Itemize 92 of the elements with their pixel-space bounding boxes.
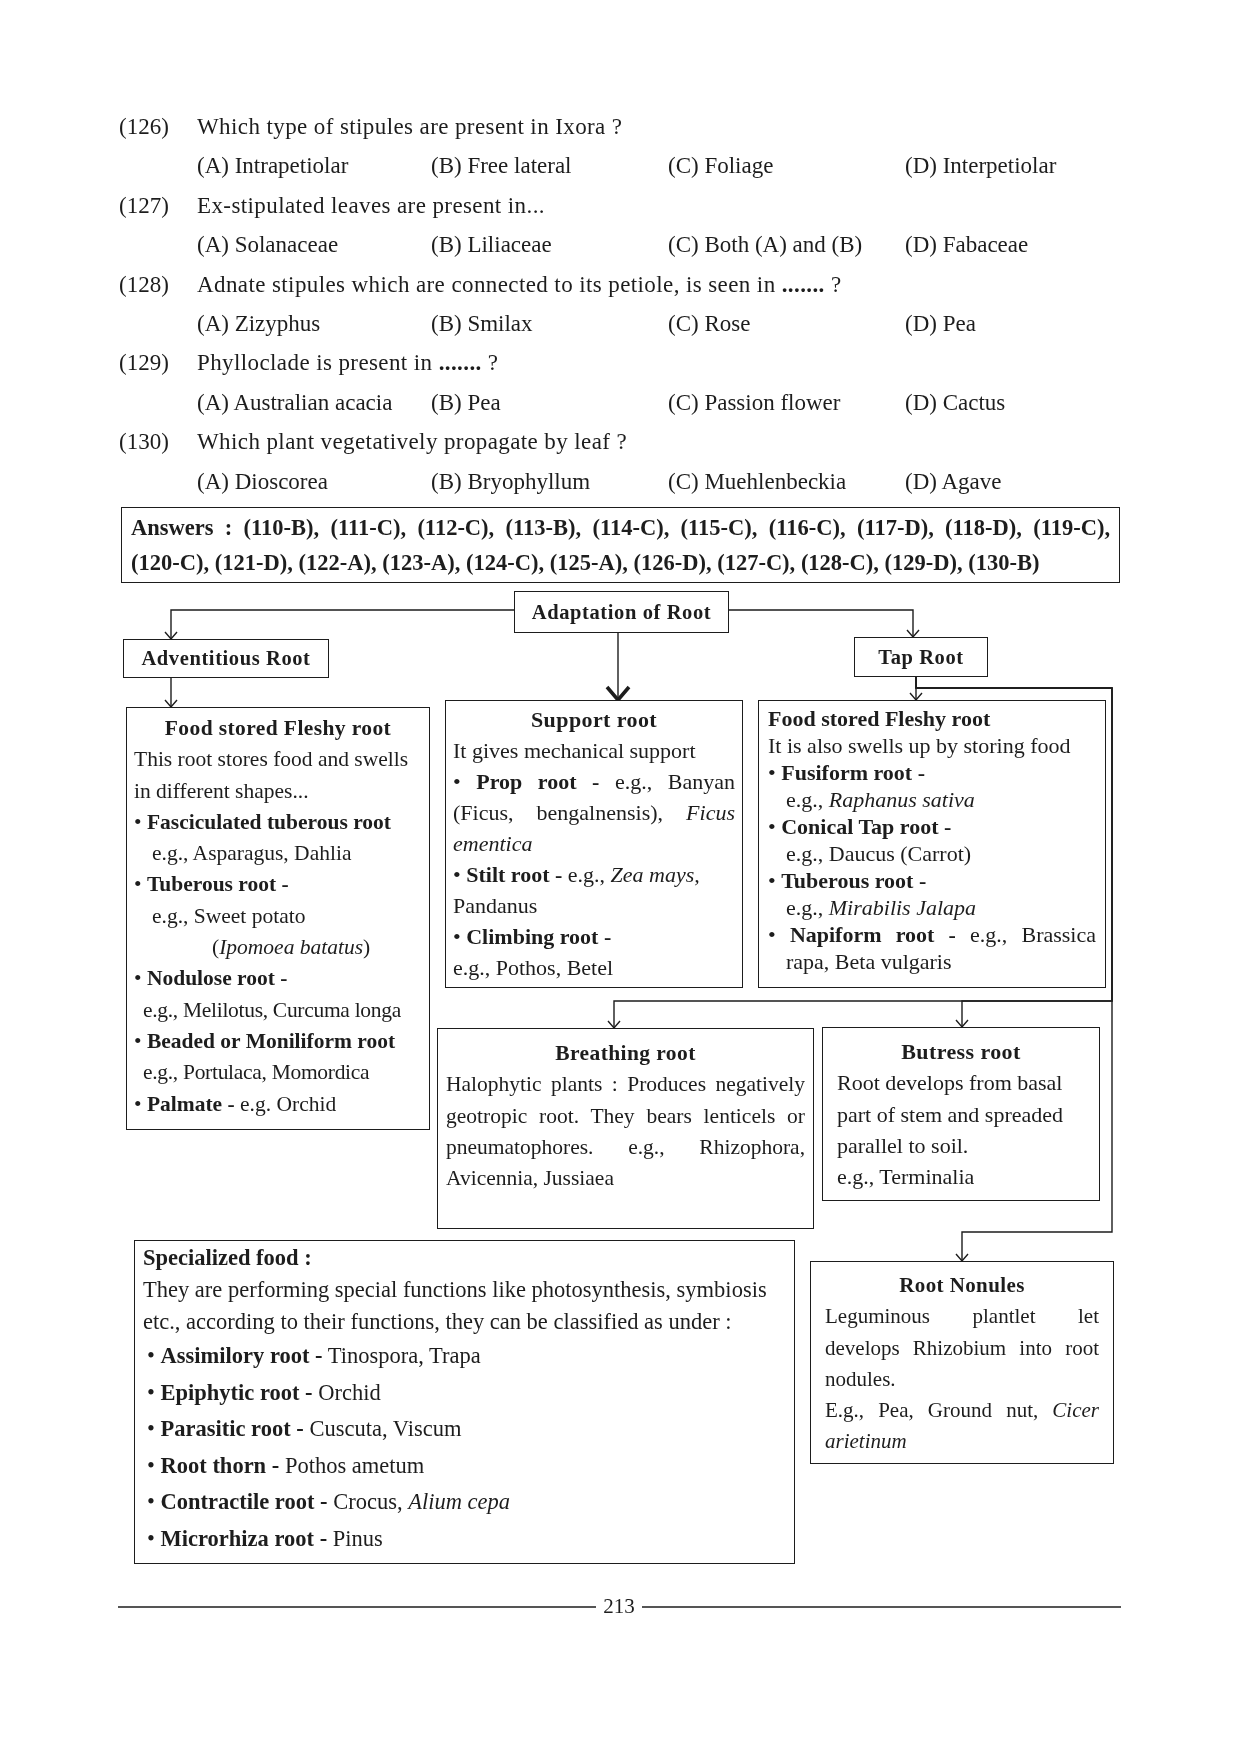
heading-text: Root Nonules	[898, 1272, 1026, 1299]
bullet-item: • Assimilory root - Tinospora, Trapa	[146, 1342, 482, 1370]
category-box	[437, 1028, 814, 1229]
question-number: (128)	[119, 270, 169, 299]
arrow	[164, 609, 515, 640]
answer-option: (A) Solanaceae	[197, 231, 339, 260]
bullet-item: • Root thorn - Pothos ametum	[146, 1451, 426, 1480]
description-text: They are performing special functions like photosynthesis, symbiosis etc., according to their functions, they can be classified as under :	[143, 1276, 768, 1336]
example-text: e.g., Pothos, Betel	[453, 954, 615, 982]
answer-key-box	[121, 507, 1120, 583]
example-text: e.g., Mirabilis Jalapa	[785, 894, 978, 921]
heading-text: Tap Root	[878, 644, 964, 670]
answer-option: (D) Agave	[905, 467, 1002, 496]
answer-option: (D) Cactus	[905, 388, 1006, 417]
answer-option: (D) Fabaceae	[905, 231, 1029, 260]
bullet-item: • Epiphytic root - Orchid	[146, 1378, 382, 1407]
answer-option: (B) Bryophyllum	[431, 467, 591, 496]
example-text: e.g., Portulaca, Momordica	[142, 1059, 371, 1087]
bullet-item: • Beaded or Moniliform root	[134, 1027, 397, 1055]
description-text: Halophytic plants : Produces negatively geotropic root. They bears lenticels or pneumatophores. e.g., Rhizophora, Avicennia, Jussiaea	[446, 1071, 805, 1193]
bullet-item: • Parasitic root - Cuscuta, Viscum	[146, 1415, 463, 1444]
answer-option: (D) Pea	[905, 310, 976, 338]
question-number: (127)	[119, 191, 169, 220]
arrow	[605, 632, 631, 702]
example-text: e.g., Raphanus sativa	[785, 786, 976, 813]
question-text: Adnate stipules which are connected to its petiole, is seen in ....... ?	[197, 270, 842, 299]
example-text: e.g., Asparagus, Dahlia	[151, 840, 353, 868]
answer-option: (A) Dioscorea	[197, 467, 328, 496]
answer-option: (C) Muehlenbeckia	[668, 467, 847, 496]
category-box	[126, 707, 430, 1130]
category-box	[758, 700, 1106, 988]
bullet-item: • Tuberous root -	[768, 867, 928, 894]
bullet-item: • Palmate - e.g. Orchid	[134, 1090, 338, 1118]
bullet-item: • Contractile root - Crocus, Alium cepa	[146, 1488, 511, 1517]
answer-option: (C) Foliage	[668, 152, 774, 181]
description-text: It gives mechanical support	[453, 737, 697, 765]
heading-text: Adventitious Root	[141, 646, 311, 671]
question-text: Which plant vegetatively propagate by leaf ?	[197, 428, 628, 457]
answer-option: (B) Liliaceae	[431, 231, 552, 260]
bullet-item: • Conical Tap root -	[768, 813, 953, 840]
example-text: (Ipomoea batatus)	[211, 934, 372, 962]
bullet-item: • Fusiform root -	[768, 759, 926, 786]
bullet-item: • Climbing root -	[453, 923, 613, 951]
answer-option: (A) Zizyphus	[197, 310, 321, 338]
heading-text: Adaptation of Root	[531, 599, 712, 625]
answer-option: (D) Interpetiolar	[905, 152, 1057, 181]
bullet-item: • Tuberous root -	[134, 871, 290, 899]
description-text: This root stores food and swells in different shapes...	[134, 746, 410, 805]
question-text: Phylloclade is present in ....... ?	[197, 349, 499, 378]
answer-option: (A) Intrapetiolar	[197, 152, 349, 181]
description-text: It is also swells up by storing food	[768, 732, 1072, 759]
question-number: (126)	[119, 113, 169, 141]
heading-text: Food stored Fleshy root	[163, 715, 393, 742]
answer-option: (B) Pea	[431, 388, 501, 417]
description-text: Root develops from basal part of stem and spreaded parallel to soil.	[837, 1069, 1065, 1160]
category-box	[123, 639, 329, 678]
answer-key-text: Answers : (110-B), (111-C), (112-C), (113-B), (114-C), (115-C), (116-C), (117-D), (118-D), (119-C), (120-C), (121-D), (122-A), (123-A), (124-C), (125-A), (126-D), (127-C), (128-C), (129-D), (130-B)	[131, 514, 1110, 577]
answer-option: (B) Smilax	[431, 310, 533, 338]
question-number: (130)	[119, 428, 169, 457]
heading-text: Specialized food :	[143, 1244, 313, 1272]
bullet-item: • Fasciculated tuberous root	[134, 808, 392, 836]
category-box	[810, 1261, 1114, 1464]
arrow	[164, 677, 178, 708]
example-text: e.g., Melilotus, Curcuma longa	[142, 996, 402, 1024]
answer-option: (C) Both (A) and (B)	[668, 231, 863, 260]
question-number: (129)	[119, 349, 169, 378]
category-box	[134, 1240, 795, 1564]
heading-text: Breathing root	[554, 1040, 697, 1067]
category-box	[445, 700, 743, 988]
answer-option: (C) Rose	[668, 310, 751, 338]
question-text: Which type of stipules are present in Ixora ?	[197, 113, 623, 141]
question-text: Ex-stipulated leaves are present in...	[197, 191, 545, 220]
example-text: e.g., Sweet potato	[151, 902, 307, 930]
answer-option: (A) Australian acacia	[197, 388, 393, 417]
bullet-item: • Nodulose root -	[134, 965, 289, 993]
arrow	[728, 609, 920, 638]
heading-box	[514, 591, 729, 633]
example-text: e.g., Daucus (Carrot)	[785, 840, 973, 867]
description-text: e.g., Terminalia	[837, 1163, 976, 1192]
bullet-item: • Microrhiza root - Pinus	[146, 1524, 384, 1553]
answer-option: (C) Passion flower	[668, 388, 841, 417]
heading-text: Butress root	[900, 1038, 1022, 1066]
description-text: E.g., Pea, Ground nut, Cicer arietinum	[825, 1397, 1099, 1456]
answer-option: (B) Free lateral	[431, 152, 572, 181]
bullet-item: • Stilt root - e.g., Zea mays, Pandanus	[453, 861, 701, 920]
heading-text: Support root	[530, 706, 658, 734]
description-text: Leguminous plantlet let develops Rhizobium into root nodules.	[825, 1303, 1099, 1393]
bullet-item: • Napiform root - e.g., Brassica rapa, Beta vulgaris	[768, 921, 1096, 975]
category-box	[822, 1027, 1100, 1201]
category-box	[854, 637, 988, 677]
page-number: 213	[603, 1593, 635, 1620]
heading-text: Food stored Fleshy root	[768, 705, 992, 732]
